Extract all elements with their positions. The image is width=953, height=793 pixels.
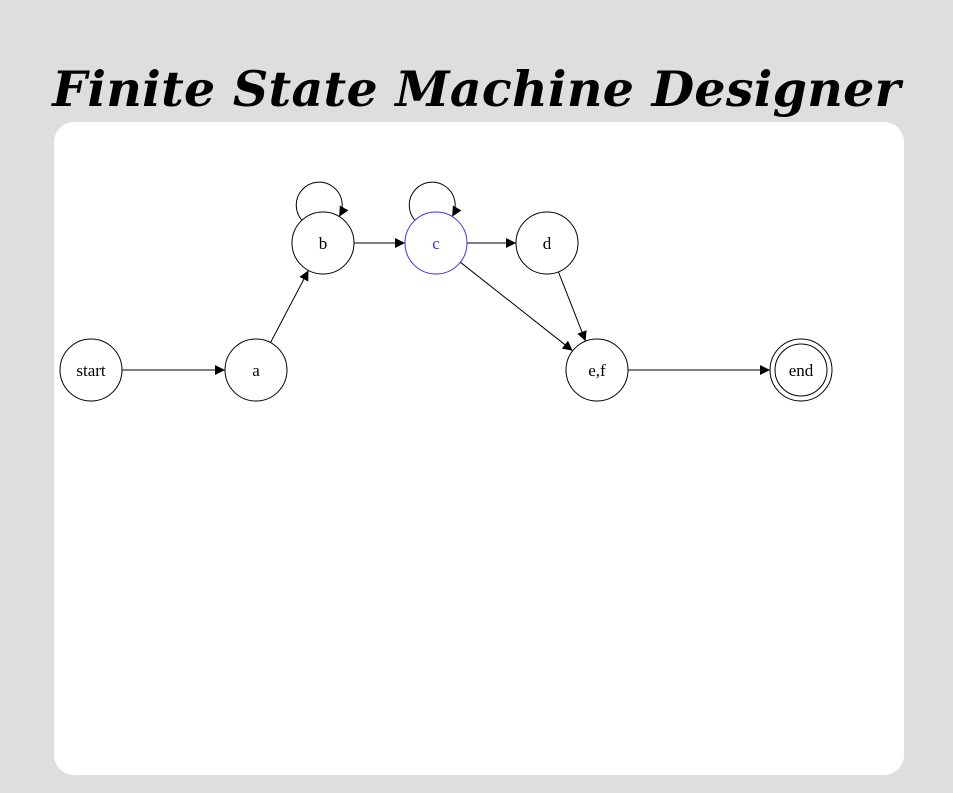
self-loop-b[interactable] (295, 181, 349, 221)
transition-c-to-ef[interactable] (459, 261, 574, 352)
state-label: c (432, 234, 440, 253)
state-circle (515, 211, 579, 275)
accept-ring (774, 343, 828, 397)
fsm-diagram[interactable]: start a b c d e,f end (54, 122, 904, 775)
state-end[interactable]: end (769, 338, 833, 402)
transition-d-to-ef[interactable] (557, 271, 587, 342)
state-circle (769, 338, 833, 402)
state-circle (404, 211, 468, 275)
state-circle (291, 211, 355, 275)
state-ef[interactable]: e,f (565, 338, 629, 402)
page-title: Finite State Machine Designer (52, 59, 901, 118)
state-d[interactable]: d (515, 211, 579, 275)
state-a[interactable]: a (224, 338, 288, 402)
state-circle (59, 338, 123, 402)
state-label: a (252, 361, 260, 380)
transitions (122, 181, 770, 375)
state-label: start (76, 361, 106, 380)
state-circle (224, 338, 288, 402)
states: start a b c d e,f end (59, 211, 833, 402)
state-label: d (543, 234, 552, 253)
state-b[interactable]: b (291, 211, 355, 275)
transition-a-to-b[interactable] (270, 270, 309, 343)
state-circle (565, 338, 629, 402)
state-c-selected[interactable]: c (404, 211, 468, 275)
state-label: e,f (588, 361, 606, 380)
state-label: end (789, 361, 814, 380)
state-start[interactable]: start (59, 338, 123, 402)
fsm-canvas[interactable]: start a b c d e,f end (54, 122, 904, 775)
self-loop-c[interactable] (408, 181, 462, 221)
state-label: b (319, 234, 328, 253)
